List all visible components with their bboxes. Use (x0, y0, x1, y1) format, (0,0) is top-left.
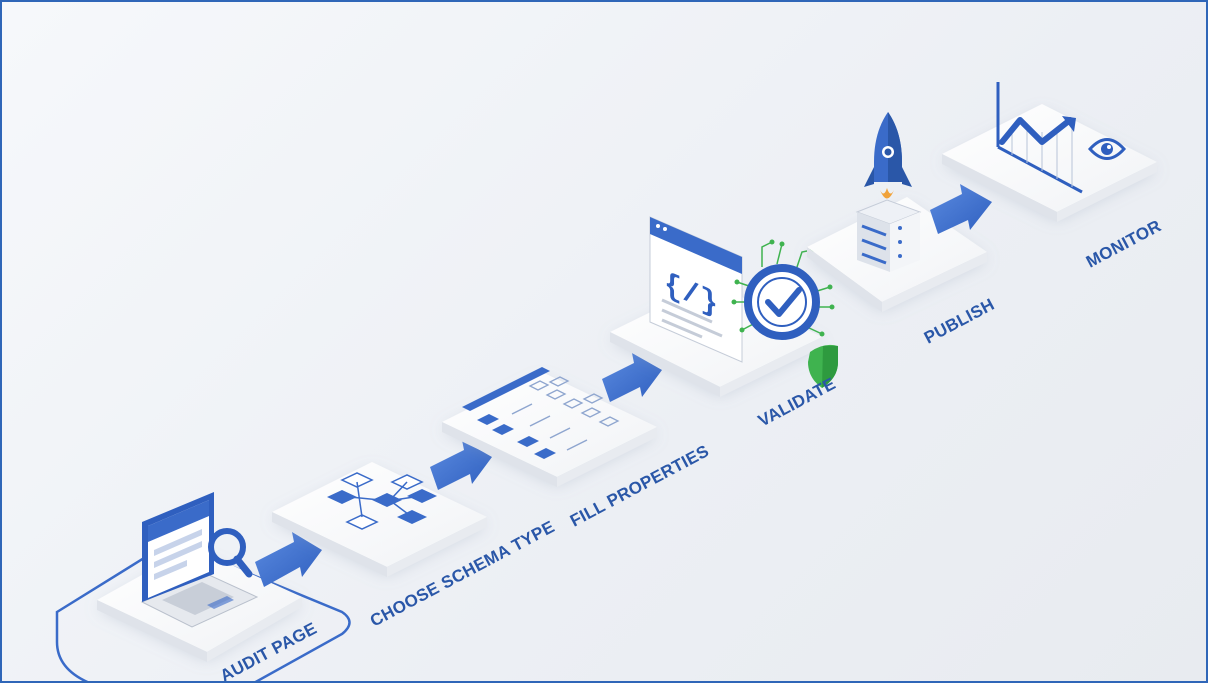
step-label-validate: VALIDATE (755, 374, 839, 431)
step-fill-properties: FILL PROPERTIES (442, 367, 712, 531)
step-publish: PUBLISH (807, 112, 998, 348)
step-monitor: MONITOR (942, 82, 1164, 272)
form-fields-icon (462, 367, 620, 459)
tile-monitor (942, 104, 1157, 212)
step-label-monitor: MONITOR (1083, 216, 1164, 271)
arrow-right-icon (930, 184, 992, 234)
tile-choose-schema-type (272, 462, 487, 567)
arrow-right-icon (255, 532, 322, 587)
code-check-icon: {/} (649, 216, 838, 388)
rocket-server-icon (855, 112, 922, 272)
tile-fill-properties (442, 372, 657, 477)
arrow-right-icon (430, 440, 492, 490)
step-audit-page: AUDIT PAGE (55, 492, 351, 681)
step-validate: {/} (610, 216, 839, 431)
arrow-right-icon (602, 353, 662, 402)
chart-eye-icon (996, 82, 1127, 194)
step-label-publish: PUBLISH (921, 295, 998, 348)
laptop-magnifier-icon (140, 492, 259, 628)
schema-tree-icon (327, 472, 437, 530)
